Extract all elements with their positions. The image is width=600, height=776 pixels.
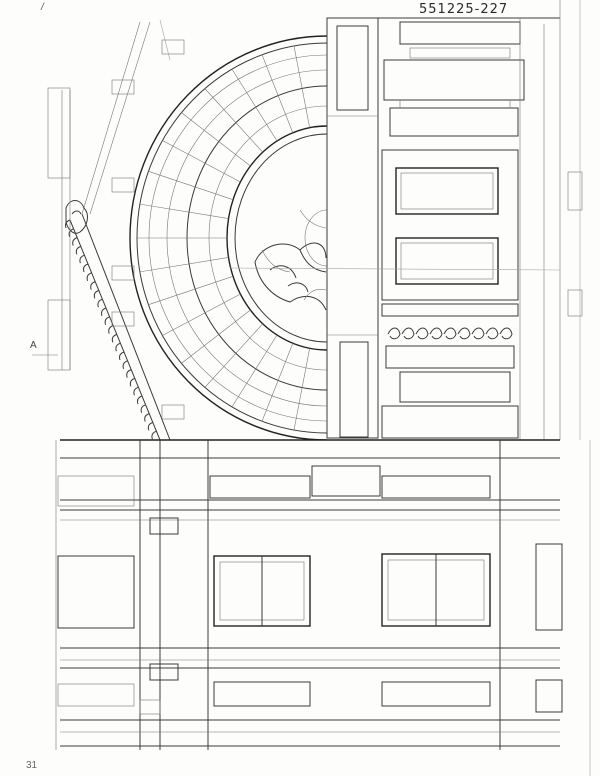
gable-slope (65, 19, 171, 441)
lower-facade (55, 439, 563, 750)
page-mark: 31 (26, 760, 38, 771)
sheet-number: 551225-227 (419, 2, 509, 17)
left-buttress (32, 39, 185, 420)
section-marker: A (30, 340, 37, 351)
corner-mark: / (41, 2, 44, 13)
right-tower (378, 0, 583, 440)
rose-window (129, 35, 327, 440)
central-pier (326, 17, 379, 439)
